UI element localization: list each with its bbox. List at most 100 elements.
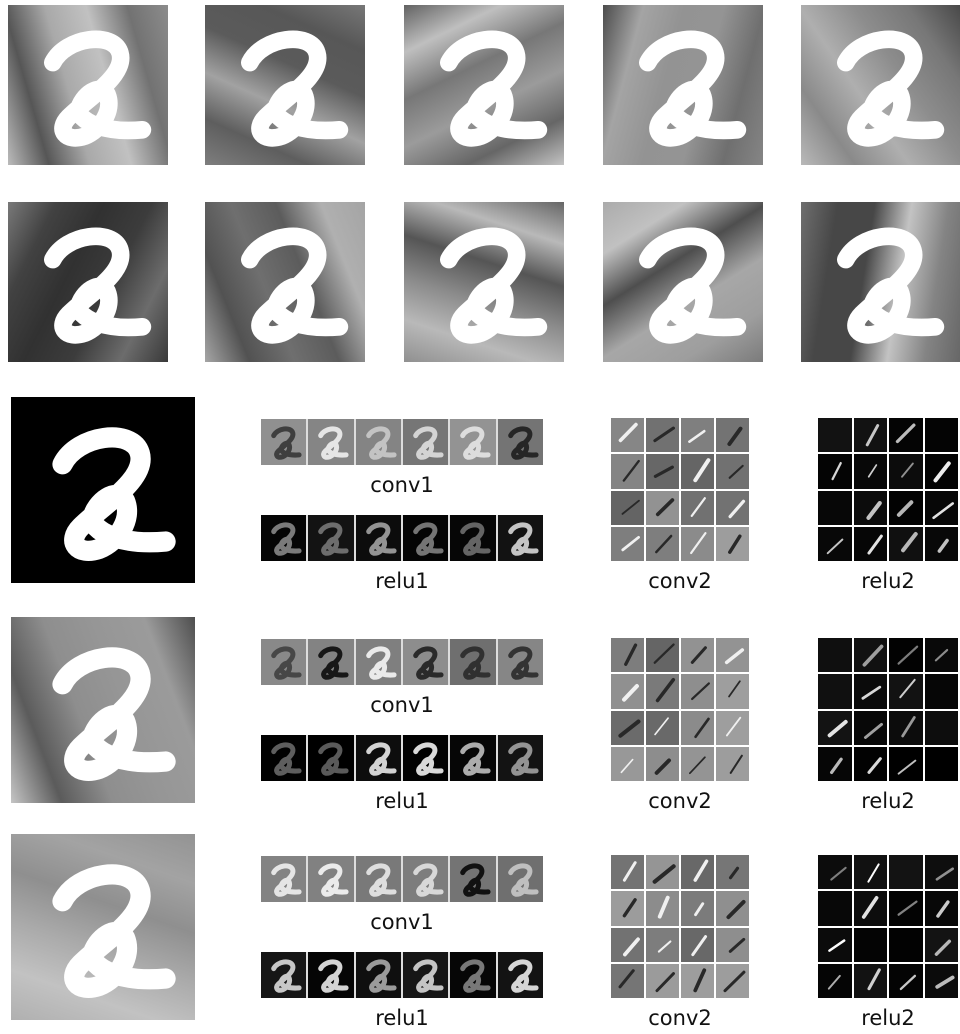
feature-map (681, 491, 714, 525)
feature-map (498, 419, 543, 465)
feature-map (356, 515, 401, 561)
relu2-maps (818, 418, 958, 561)
stroke-mark (611, 964, 644, 998)
stroke-mark (681, 711, 714, 745)
stroke-mark (889, 527, 923, 561)
feature-map (854, 855, 888, 889)
feature-map (646, 891, 679, 925)
stroke-mark (716, 418, 749, 452)
feature-map (611, 964, 644, 998)
feature-map (716, 491, 749, 525)
feature-map (681, 638, 714, 672)
stroke-mark (818, 855, 852, 889)
stroke-mark (889, 418, 923, 452)
feature-map (403, 952, 448, 998)
digit-two-icon (404, 202, 564, 362)
feature-map (818, 964, 852, 998)
stroke-mark (611, 891, 644, 925)
feature-map (925, 638, 959, 672)
stroke-mark (818, 638, 852, 672)
stroke-mark (716, 855, 749, 889)
stroke-mark (818, 527, 852, 561)
conv1-caption: conv1 (261, 473, 543, 497)
stroke-mark (854, 418, 888, 452)
feature-map (498, 515, 543, 561)
feature-map (889, 855, 923, 889)
feature-map (818, 674, 852, 708)
stroke-mark (681, 747, 714, 781)
sample-bg-7 (205, 202, 365, 362)
sample-bg-9 (603, 202, 763, 362)
digit-two-icon (308, 639, 353, 685)
feature-map (450, 419, 495, 465)
stroke-mark (716, 711, 749, 745)
stroke-mark (854, 527, 888, 561)
stroke-mark (716, 638, 749, 672)
stroke-mark (818, 928, 852, 962)
feature-map (646, 454, 679, 488)
feature-map (611, 491, 644, 525)
stroke-mark (611, 638, 644, 672)
feature-map (889, 638, 923, 672)
digit-two-icon (403, 856, 448, 902)
stroke-mark (889, 747, 923, 781)
stroke-mark (716, 747, 749, 781)
feature-map (818, 454, 852, 488)
feature-map (716, 928, 749, 962)
stroke-mark (818, 674, 852, 708)
feature-map (716, 674, 749, 708)
stroke-mark (854, 891, 888, 925)
stroke-mark (925, 491, 959, 525)
stroke-mark (925, 674, 959, 708)
stroke-mark (925, 747, 959, 781)
feature-map (818, 527, 852, 561)
stroke-mark (611, 454, 644, 488)
digit-two-icon (11, 617, 195, 803)
sample-bg-8 (404, 202, 564, 362)
feature-map (611, 418, 644, 452)
feature-map (818, 491, 852, 525)
feature-map (403, 735, 448, 781)
feature-map (611, 527, 644, 561)
input-digit-2-bg-5 (11, 834, 195, 1020)
digit-two-icon (261, 515, 306, 561)
feature-map (681, 527, 714, 561)
feature-map (889, 491, 923, 525)
feature-map (403, 515, 448, 561)
feature-map (646, 711, 679, 745)
digit-two-icon (356, 856, 401, 902)
digit-two-icon (356, 735, 401, 781)
relu1-maps (261, 735, 543, 781)
relu1-maps (261, 515, 543, 561)
feature-map (356, 735, 401, 781)
feature-map (716, 855, 749, 889)
feature-map (716, 747, 749, 781)
feature-map (681, 418, 714, 452)
sample-bg-10 (801, 202, 960, 362)
relu1-maps (261, 952, 543, 998)
stroke-mark (925, 638, 959, 672)
digit-two-icon (261, 856, 306, 902)
stroke-mark (716, 964, 749, 998)
feature-map (854, 747, 888, 781)
relu2-maps (818, 855, 958, 998)
feature-map (854, 527, 888, 561)
feature-map (681, 855, 714, 889)
feature-map (261, 639, 306, 685)
stroke-mark (889, 638, 923, 672)
stroke-mark (681, 527, 714, 561)
digit-two-icon (308, 515, 353, 561)
feature-map (611, 674, 644, 708)
digit-two-icon (403, 735, 448, 781)
conv2-maps (611, 855, 749, 998)
stroke-mark (646, 491, 679, 525)
feature-map (681, 674, 714, 708)
feature-map (854, 418, 888, 452)
sample-bg-5 (801, 5, 960, 165)
stroke-mark (925, 454, 959, 488)
relu2-caption: relu2 (818, 789, 958, 813)
digit-two-icon (403, 419, 448, 465)
stroke-mark (611, 747, 644, 781)
feature-map (889, 711, 923, 745)
digit-two-icon (11, 834, 195, 1020)
